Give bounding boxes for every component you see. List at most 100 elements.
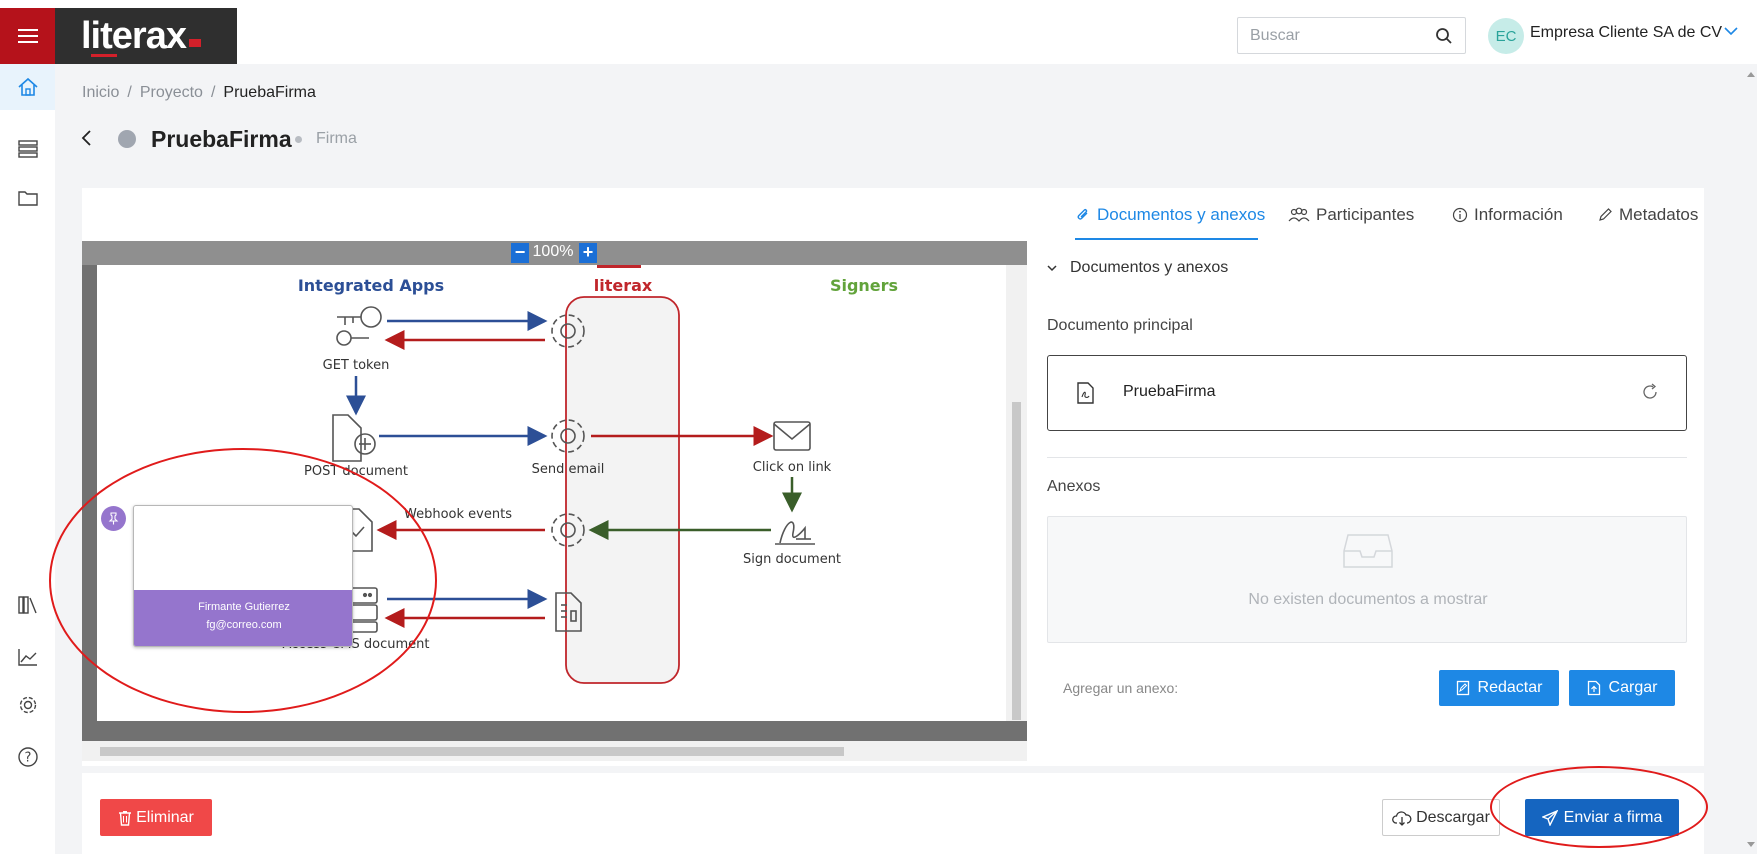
download-button[interactable]: Descargar — [1382, 799, 1500, 836]
active-tab-indicator — [1075, 238, 1258, 240]
empty-state-text: No existen documentos a mostrar — [1248, 591, 1488, 608]
zoom-out-button[interactable]: − — [511, 243, 529, 263]
tab-informacion[interactable]: Información — [1452, 205, 1563, 225]
breadcrumb-project[interactable]: Proyecto — [139, 84, 203, 101]
avatar[interactable]: EC — [1488, 18, 1524, 54]
top-bar: literax EC Empresa Cliente SA de CV — [0, 0, 1757, 64]
document-page: Integrated Apps literax Signers GET toke… — [97, 265, 1006, 721]
company-name[interactable]: Empresa Cliente SA de CV — [1530, 24, 1723, 41]
send-label: Enviar a firma — [1563, 808, 1663, 826]
logo-underline — [91, 54, 117, 57]
list-icon — [17, 140, 38, 158]
people-icon — [1288, 207, 1310, 222]
gear-icon — [19, 696, 36, 714]
paperclip-icon — [1077, 208, 1088, 220]
literax-logo[interactable]: literax — [55, 8, 237, 64]
back-arrow-icon[interactable] — [80, 128, 94, 148]
redact-button[interactable]: Redactar — [1439, 670, 1559, 706]
label-sign-document: Sign document — [743, 552, 841, 567]
folder-icon — [17, 191, 38, 206]
sidebar-item-help[interactable]: ? — [0, 734, 55, 780]
sidebar-item-analytics[interactable] — [0, 634, 55, 680]
trash-icon — [119, 810, 132, 826]
svg-text:?: ? — [24, 751, 31, 766]
signer-signature-box[interactable]: Firmante Gutierrez fg@correo.com — [133, 505, 353, 647]
viewer-toolbar: − 100% + — [82, 241, 1027, 265]
home-icon — [17, 77, 38, 96]
document-icon — [555, 592, 582, 632]
scroll-down-icon[interactable] — [1747, 842, 1755, 847]
search-input[interactable] — [1238, 18, 1428, 53]
inbox-icon — [1343, 534, 1393, 568]
sidebar-item-settings[interactable] — [0, 682, 55, 728]
tab-metadatos[interactable]: Metadatos — [1597, 205, 1698, 225]
label-click-link: Click on link — [753, 460, 832, 475]
chevron-down-icon — [1047, 265, 1057, 272]
sidebar-item-library[interactable] — [0, 582, 55, 628]
delete-button[interactable]: Eliminar — [100, 799, 212, 836]
chevron-down-icon[interactable] — [1723, 24, 1739, 38]
col-header-integrated: Integrated Apps — [298, 276, 444, 295]
document-edit-icon — [1456, 680, 1469, 696]
main-document-item[interactable]: PruebaFirma — [1047, 355, 1687, 431]
info-icon — [1452, 207, 1468, 223]
breadcrumb: Inicio/Proyecto/PruebaFirma — [82, 84, 316, 102]
sidebar-item-home[interactable] — [0, 64, 55, 110]
signer-email: fg@correo.com — [206, 619, 282, 631]
hamburger-icon — [17, 29, 38, 43]
tab-label: Participantes — [1316, 205, 1415, 224]
label-post-document: POST document — [304, 464, 408, 479]
divider — [1047, 457, 1687, 458]
download-label: Descargar — [1416, 808, 1490, 826]
flow-diagram: Integrated Apps literax Signers GET toke… — [283, 265, 898, 684]
gear-icon — [551, 314, 585, 348]
tab-documentos[interactable]: Documentos y anexos — [1075, 205, 1265, 225]
refresh-icon[interactable] — [1640, 382, 1660, 402]
breadcrumb-current: PruebaFirma — [223, 84, 316, 101]
tab-participantes[interactable]: Participantes — [1288, 205, 1414, 225]
sidebar-item-list[interactable] — [0, 126, 55, 172]
scroll-thumb[interactable] — [1012, 402, 1021, 720]
signer-name: Firmante Gutierrez — [198, 601, 290, 613]
pencil-icon — [1599, 208, 1612, 221]
sidebar: ? — [0, 64, 55, 854]
zoom-level: 100% — [532, 243, 574, 260]
viewer-vertical-scrollbar[interactable] — [1006, 265, 1027, 721]
main-document-label: Documento principal — [1047, 317, 1193, 334]
upload-button[interactable]: Cargar — [1569, 670, 1675, 706]
paper-plane-icon — [1541, 809, 1558, 826]
send-to-sign-button[interactable]: Enviar a firma — [1525, 799, 1679, 836]
literax-column-box — [565, 296, 680, 684]
cloud-download-icon — [1392, 810, 1412, 826]
page-subtitle: Firma — [316, 130, 357, 147]
viewer-horizontal-scrollbar[interactable] — [82, 741, 1027, 761]
upload-label: Cargar — [1608, 679, 1658, 696]
title-separator — [295, 136, 302, 143]
tab-label: Metadatos — [1619, 205, 1699, 224]
logo-flag — [188, 39, 201, 47]
label-get-token: GET token — [323, 358, 390, 373]
tab-label: Documentos y anexos — [1097, 205, 1266, 224]
redact-label: Redactar — [1477, 679, 1543, 696]
scroll-up-icon[interactable] — [1747, 72, 1755, 77]
search-icon[interactable] — [1435, 27, 1453, 45]
col-header-literax: literax — [594, 276, 653, 295]
col-header-signers: Signers — [830, 276, 898, 295]
label-send-email: Send email — [532, 462, 605, 477]
breadcrumb-separator: / — [210, 84, 216, 101]
main-document-name: PruebaFirma — [1123, 383, 1216, 400]
tab-label: Información — [1474, 205, 1563, 224]
section-toggle[interactable]: Documentos y anexos — [1046, 259, 1228, 277]
page-title: PruebaFirma — [151, 126, 292, 152]
menu-button[interactable] — [0, 8, 55, 64]
pin-button[interactable] — [101, 506, 126, 531]
chart-icon — [17, 649, 37, 666]
scroll-thumb[interactable] — [100, 747, 844, 756]
sidebar-item-folders[interactable] — [0, 175, 55, 221]
breadcrumb-home[interactable]: Inicio — [82, 84, 120, 101]
literax-column-top-mark — [597, 265, 641, 268]
page-scrollbar[interactable] — [1745, 64, 1757, 854]
pin-icon — [108, 512, 119, 525]
gear-icon — [551, 513, 585, 547]
zoom-in-button[interactable]: + — [579, 243, 597, 263]
